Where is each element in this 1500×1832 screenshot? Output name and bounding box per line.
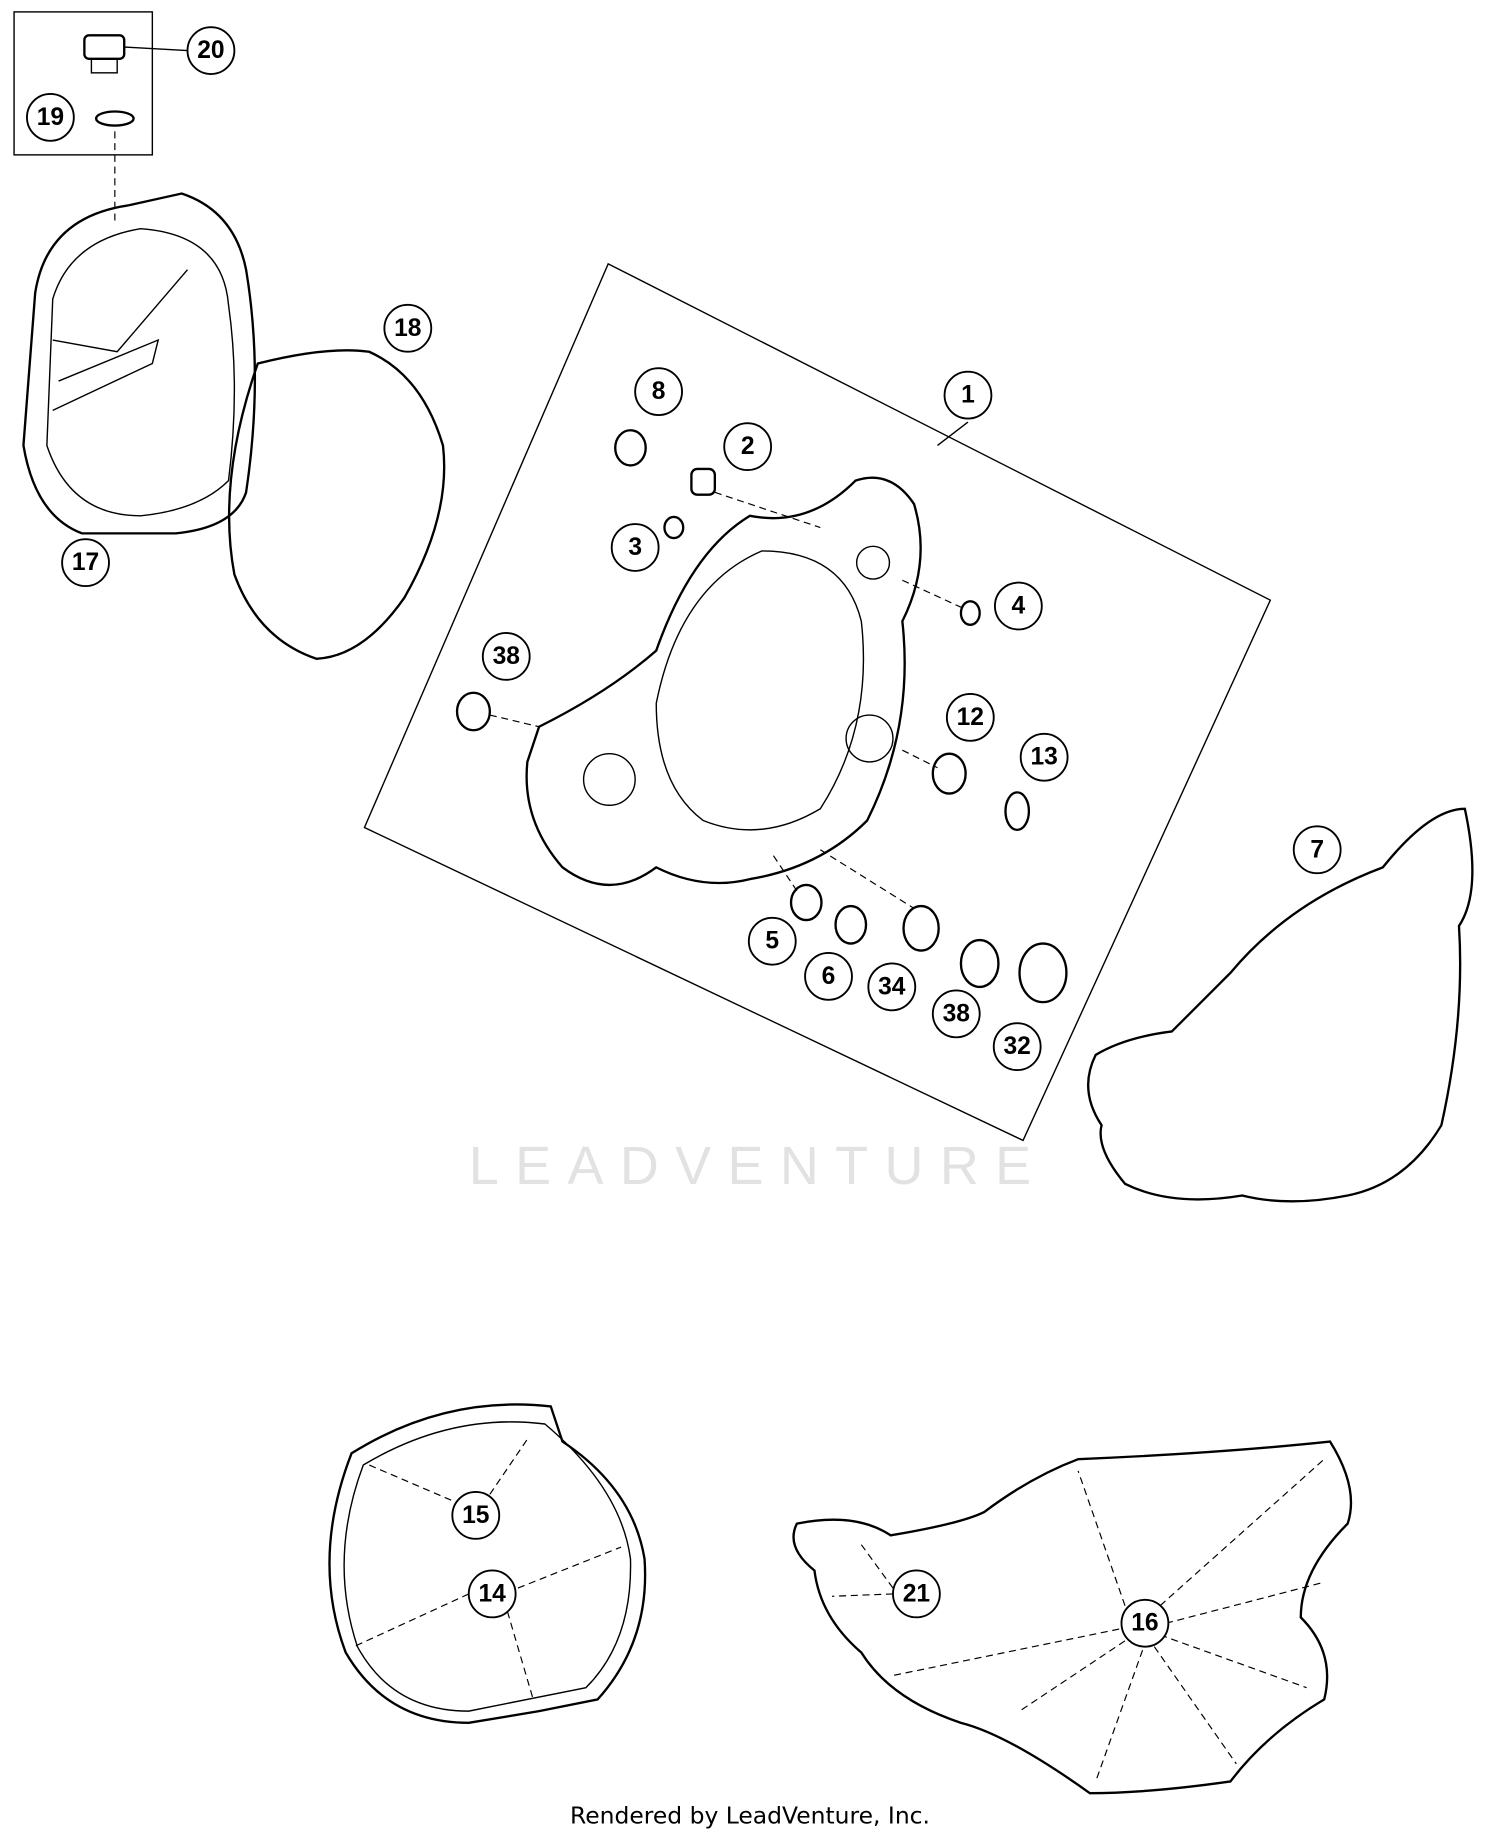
seal-part [614, 429, 647, 467]
watermark-logo: LEADVENTURE [469, 1136, 1048, 1196]
ring-part [902, 904, 940, 952]
svg-text:15: 15 [462, 1502, 489, 1529]
callout-34[interactable]: 34 [867, 962, 917, 1012]
svg-text:18: 18 [394, 315, 421, 342]
oil-plug-part [83, 34, 188, 74]
callout-8[interactable]: 8 [634, 367, 683, 416]
o-ring-part [94, 110, 135, 127]
ring-part [834, 904, 868, 945]
callout-38[interactable]: 38 [481, 632, 531, 681]
seal-part [455, 691, 492, 732]
svg-text:20: 20 [197, 37, 224, 64]
svg-text:6: 6 [822, 963, 836, 990]
callout-5[interactable]: 5 [747, 916, 797, 966]
svg-text:19: 19 [37, 104, 64, 131]
callout-32[interactable]: 32 [992, 1022, 1042, 1072]
svg-text:3: 3 [628, 534, 642, 561]
seal-part [789, 883, 823, 922]
ring-part [1004, 791, 1031, 832]
inset-box [13, 11, 154, 156]
callout-15[interactable]: 15 [451, 1491, 501, 1540]
callout-20[interactable]: 20 [186, 26, 236, 75]
clutch-cover-part [22, 192, 257, 535]
callout-17[interactable]: 17 [61, 538, 110, 588]
callout-16[interactable]: 16 [1120, 1598, 1170, 1648]
gasket-part [792, 1440, 1353, 1795]
ring-part [663, 515, 685, 540]
callout-3[interactable]: 3 [610, 523, 660, 572]
bearing-part [959, 938, 1000, 989]
svg-text:13: 13 [1030, 744, 1057, 771]
callout-12[interactable]: 12 [945, 692, 995, 742]
crankcase-half-part [525, 476, 922, 886]
callout-2[interactable]: 2 [723, 422, 773, 472]
callout-6[interactable]: 6 [804, 951, 853, 1001]
gasket-part [227, 349, 446, 660]
svg-text:1: 1 [961, 382, 975, 409]
svg-text:32: 32 [1004, 1033, 1031, 1060]
svg-text:5: 5 [765, 928, 779, 955]
svg-text:21: 21 [903, 1580, 930, 1607]
group-frame [363, 262, 1272, 1142]
svg-text:38: 38 [943, 1000, 970, 1027]
callout-4[interactable]: 4 [993, 581, 1043, 631]
svg-text:38: 38 [493, 643, 520, 670]
svg-text:34: 34 [878, 973, 906, 1000]
svg-text:16: 16 [1131, 1610, 1158, 1637]
callout-18[interactable]: 18 [383, 303, 433, 353]
callout-21[interactable]: 21 [892, 1569, 941, 1619]
callout-7[interactable]: 7 [1292, 825, 1342, 875]
svg-text:2: 2 [741, 433, 755, 460]
bearing-part [931, 752, 967, 795]
svg-text:7: 7 [1310, 836, 1324, 863]
callout-14[interactable]: 14 [467, 1569, 517, 1619]
svg-text:14: 14 [479, 1580, 507, 1607]
ring-part [959, 600, 981, 626]
svg-text:8: 8 [652, 378, 666, 405]
footer-credit: Rendered by LeadVenture, Inc. [570, 1802, 930, 1830]
gasket-part [1087, 807, 1474, 1203]
bearing-part [1018, 942, 1068, 1004]
plug-part [690, 467, 717, 496]
svg-text:4: 4 [1012, 593, 1026, 620]
callout-1[interactable]: 1 [943, 370, 993, 420]
gasket-part [328, 1403, 647, 1725]
svg-text:17: 17 [72, 549, 99, 576]
callout-19[interactable]: 19 [26, 92, 75, 142]
callout-38-bearing[interactable]: 38 [931, 989, 981, 1039]
svg-text:12: 12 [957, 704, 984, 731]
callout-13[interactable]: 13 [1019, 732, 1069, 782]
